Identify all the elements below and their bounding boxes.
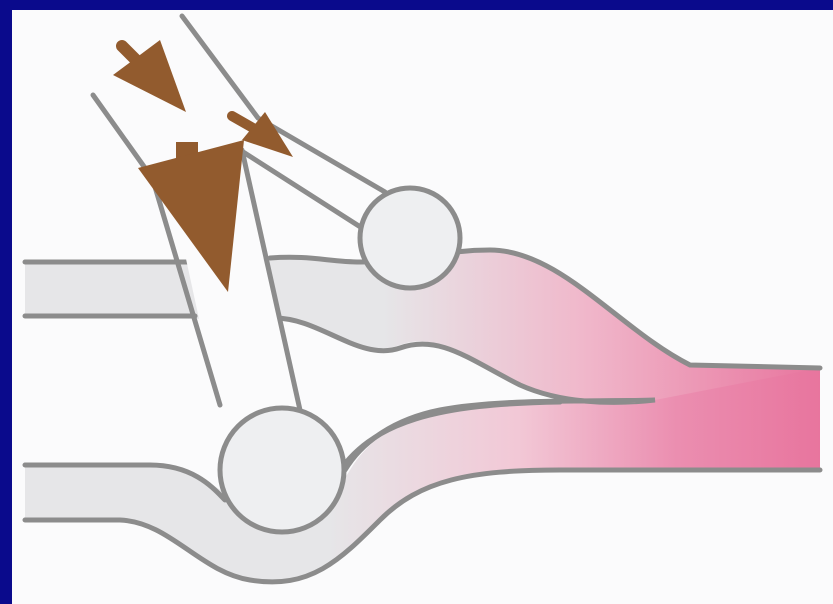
upper-synaptic-knob	[360, 188, 460, 288]
lower-synaptic-knob	[220, 408, 344, 532]
